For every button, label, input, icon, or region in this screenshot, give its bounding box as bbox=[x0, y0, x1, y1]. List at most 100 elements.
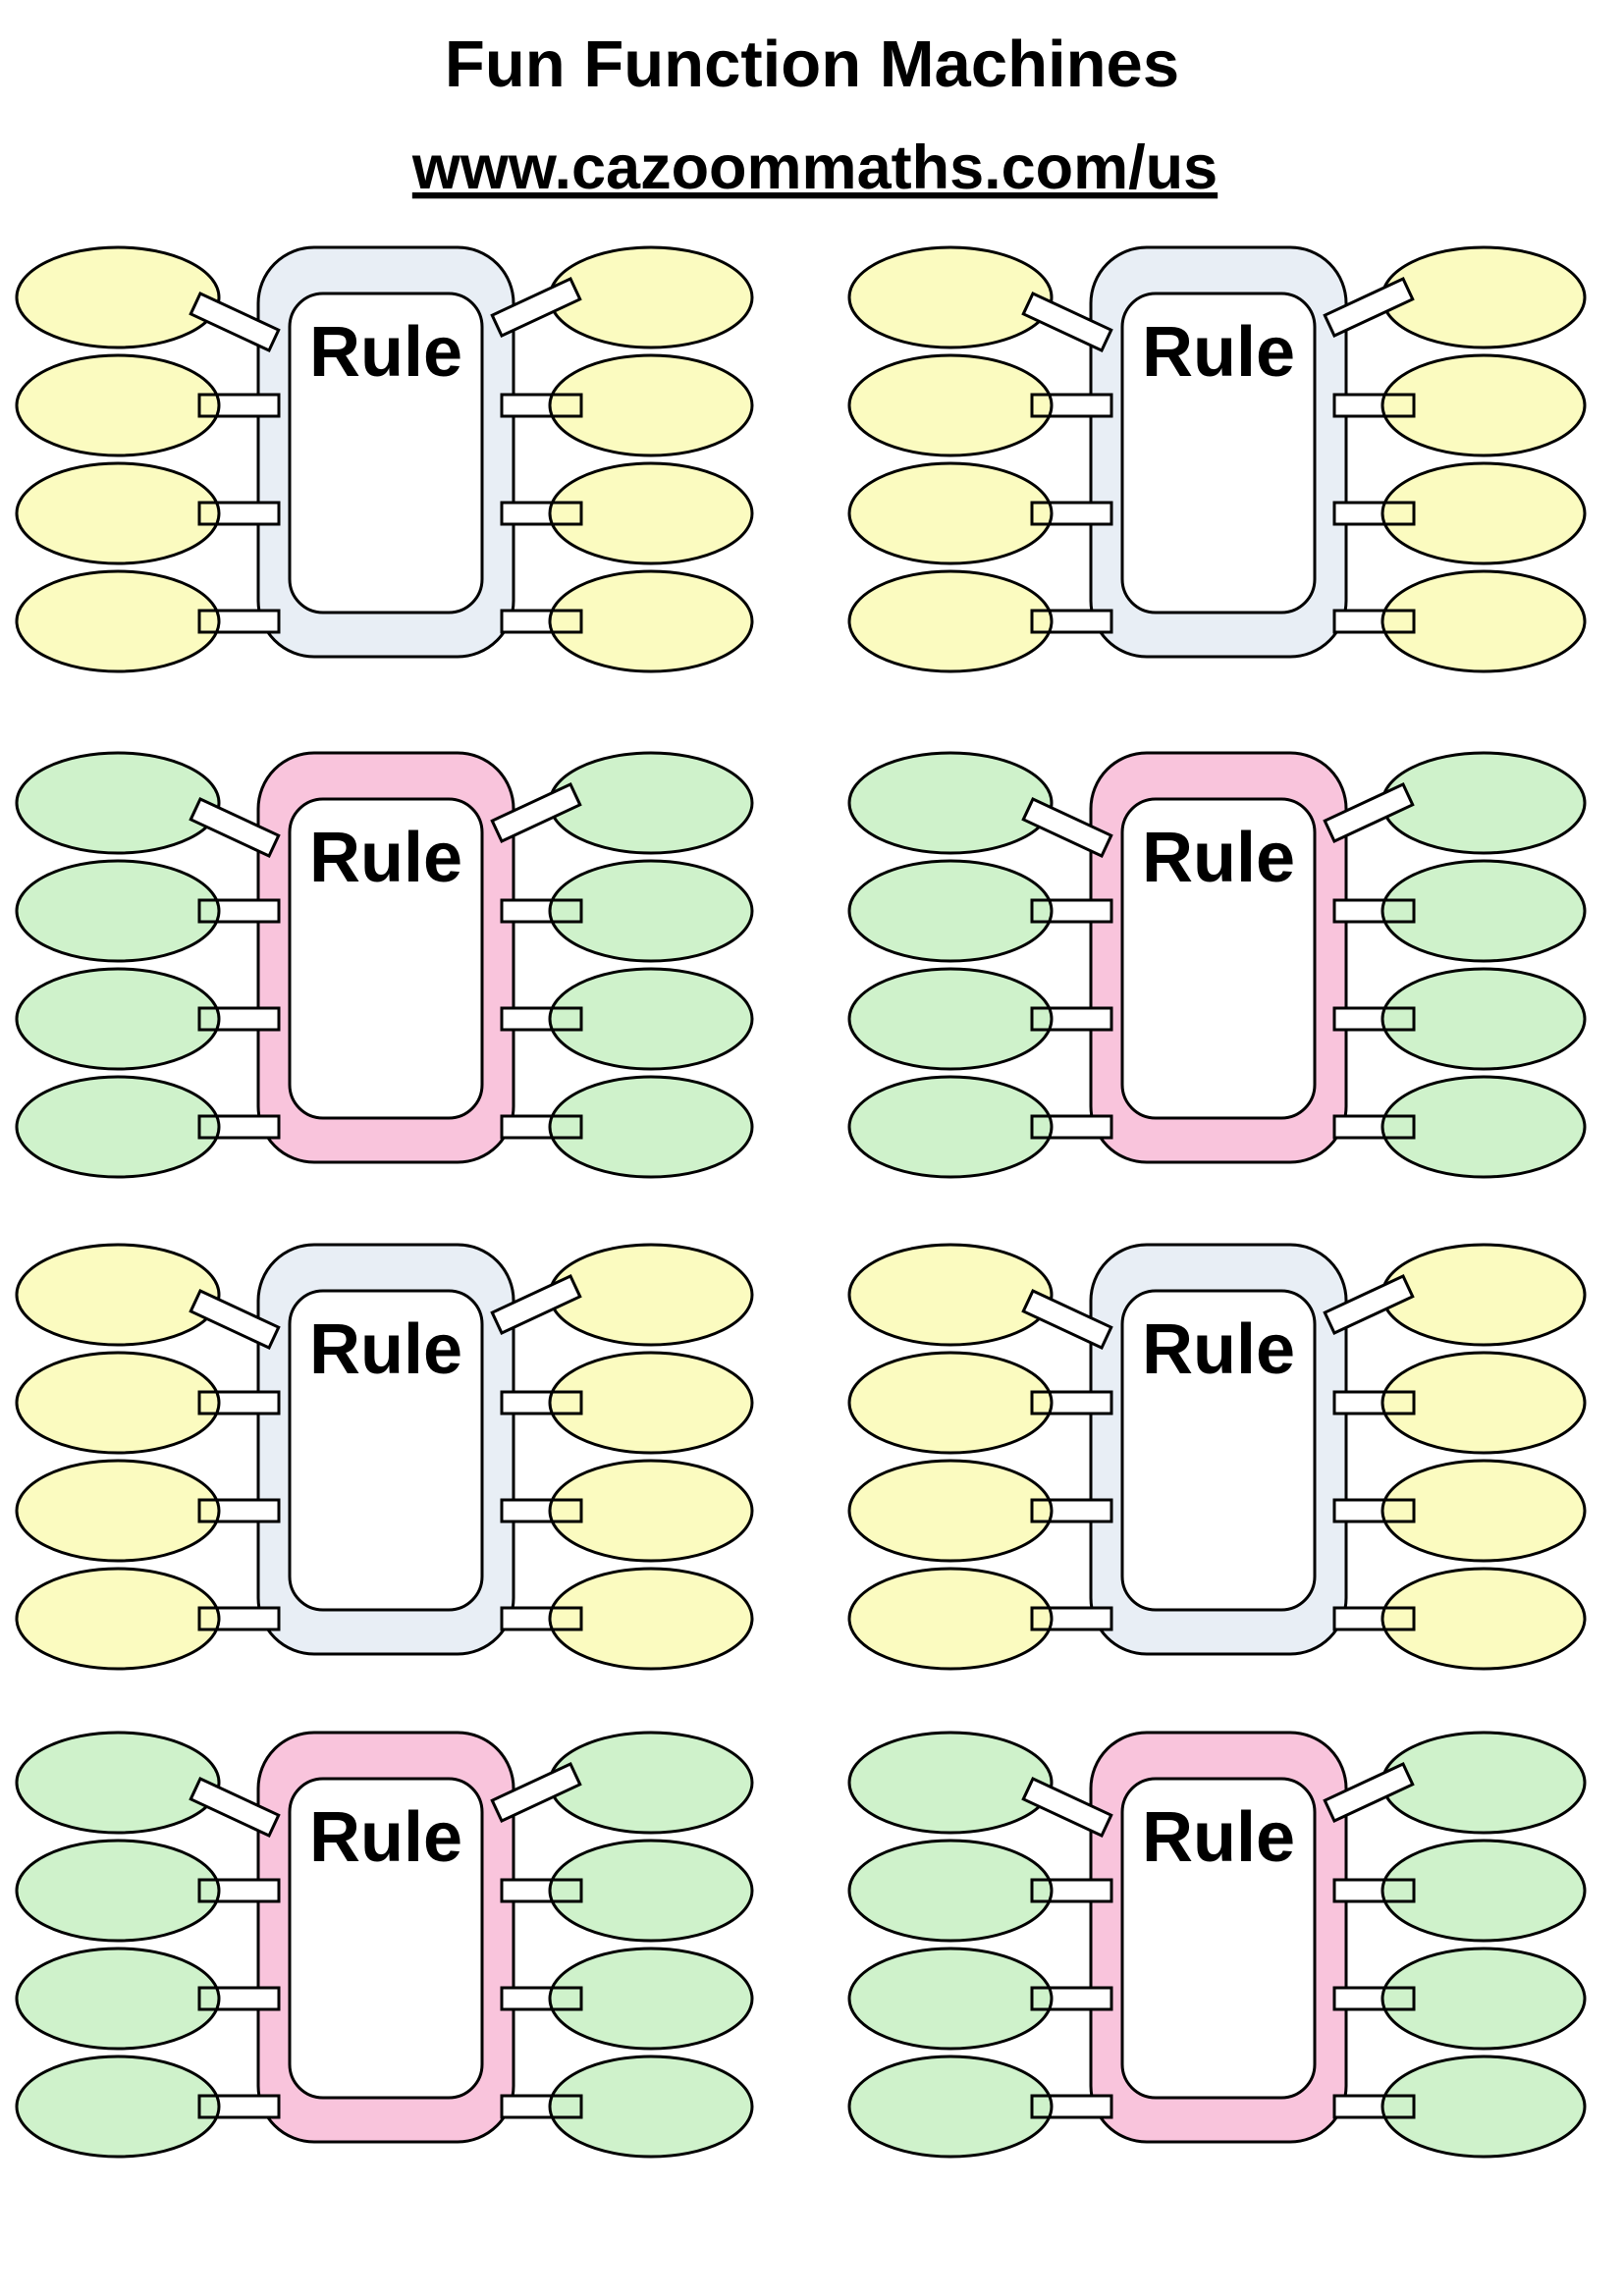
site-url[interactable]: www.cazoommaths.com/us bbox=[411, 133, 1218, 202]
input-connector-outline bbox=[197, 2094, 281, 2119]
output-bubble bbox=[548, 2055, 754, 2159]
rule-box bbox=[288, 797, 484, 1120]
input-bubble bbox=[847, 245, 1054, 349]
output-connector-outline bbox=[500, 1006, 583, 1032]
output-connector-outline bbox=[1332, 609, 1416, 634]
output-connector-outline bbox=[1332, 1114, 1416, 1140]
output-connector-outline bbox=[500, 1498, 583, 1523]
output-connector-top bbox=[1323, 276, 1415, 339]
input-bubble bbox=[847, 1731, 1054, 1835]
input-connector-outline bbox=[1030, 1498, 1113, 1523]
input-connector-outline bbox=[1030, 1986, 1113, 2011]
output-connector-top bbox=[490, 1761, 582, 1824]
input-connector-outline bbox=[1030, 1878, 1113, 1903]
input-bubble bbox=[15, 1351, 221, 1455]
output-bubble bbox=[548, 1567, 754, 1671]
input-connector-outline bbox=[197, 1114, 281, 1140]
output-bubble bbox=[548, 461, 754, 565]
output-bubble bbox=[1380, 1567, 1587, 1671]
input-bubble bbox=[15, 353, 221, 457]
output-bubble bbox=[1380, 1839, 1587, 1943]
output-connector-outline bbox=[1332, 1390, 1416, 1415]
output-connector-outline bbox=[1332, 1006, 1416, 1032]
input-connector-outline bbox=[1030, 393, 1113, 418]
input-bubble bbox=[15, 569, 221, 673]
rule-box bbox=[1120, 1777, 1317, 2100]
input-connector-top bbox=[189, 796, 281, 859]
input-bubble bbox=[847, 1839, 1054, 1943]
input-bubble bbox=[847, 353, 1054, 457]
output-bubble bbox=[1380, 1351, 1587, 1455]
output-bubble bbox=[1380, 569, 1587, 673]
page-title: Fun Function Machines bbox=[445, 27, 1179, 101]
input-bubble bbox=[847, 1075, 1054, 1179]
output-connector-outline bbox=[1332, 501, 1416, 526]
output-bubble bbox=[1380, 1075, 1587, 1179]
output-connector-outline bbox=[500, 898, 583, 924]
output-bubble bbox=[548, 1839, 754, 1943]
function-machine: Rule bbox=[15, 245, 754, 673]
input-connector-outline bbox=[1030, 2094, 1113, 2119]
output-connector-outline bbox=[1332, 898, 1416, 924]
input-bubble bbox=[847, 1947, 1054, 2051]
input-connector-top bbox=[1021, 1776, 1113, 1839]
input-bubble bbox=[847, 1459, 1054, 1563]
input-bubble bbox=[847, 2055, 1054, 2159]
output-bubble bbox=[1380, 967, 1587, 1071]
input-bubble bbox=[15, 245, 221, 349]
function-machine: Rule bbox=[847, 751, 1587, 1179]
input-connector-top bbox=[189, 1288, 281, 1351]
input-bubble bbox=[847, 1351, 1054, 1455]
rule-box bbox=[288, 1289, 484, 1612]
rule-label: Rule bbox=[1142, 819, 1295, 897]
output-connector-outline bbox=[1332, 2094, 1416, 2119]
output-bubble bbox=[1380, 353, 1587, 457]
input-bubble bbox=[15, 1731, 221, 1835]
output-bubble bbox=[1380, 2055, 1587, 2159]
input-connector-outline bbox=[197, 1986, 281, 2011]
output-bubble bbox=[548, 1459, 754, 1563]
rule-label: Rule bbox=[1142, 313, 1295, 392]
output-connector-outline bbox=[500, 1986, 583, 2011]
rule-box bbox=[1120, 1289, 1317, 1612]
output-connector-outline bbox=[500, 1606, 583, 1631]
input-connector-top bbox=[189, 1776, 281, 1839]
input-bubble bbox=[15, 1243, 221, 1347]
function-machine: Rule bbox=[15, 751, 754, 1179]
input-connector-outline bbox=[197, 609, 281, 634]
output-bubble bbox=[548, 1947, 754, 2051]
input-connector-top bbox=[1021, 796, 1113, 859]
output-connector-outline bbox=[1332, 1606, 1416, 1631]
output-connector-top bbox=[1323, 781, 1415, 844]
output-connector-top bbox=[490, 1273, 582, 1336]
rule-label: Rule bbox=[309, 1310, 462, 1389]
input-connector-outline bbox=[197, 393, 281, 418]
input-bubble bbox=[15, 1075, 221, 1179]
input-connector-outline bbox=[197, 1498, 281, 1523]
output-connector-outline bbox=[1332, 1878, 1416, 1903]
input-bubble bbox=[15, 967, 221, 1071]
output-bubble bbox=[548, 569, 754, 673]
input-bubble bbox=[15, 859, 221, 963]
function-machine: Rule bbox=[847, 1243, 1587, 1671]
input-connector-outline bbox=[197, 1390, 281, 1415]
output-bubble bbox=[548, 967, 754, 1071]
output-connector-outline bbox=[1332, 1498, 1416, 1523]
rule-box bbox=[288, 292, 484, 614]
output-connector-outline bbox=[1332, 393, 1416, 418]
input-connector-outline bbox=[197, 501, 281, 526]
output-connector-top bbox=[1323, 1761, 1415, 1824]
input-connector-outline bbox=[197, 1606, 281, 1631]
input-connector-outline bbox=[1030, 1606, 1113, 1631]
input-connector-top bbox=[189, 291, 281, 353]
input-connector-top bbox=[1021, 1288, 1113, 1351]
input-connector-outline bbox=[1030, 501, 1113, 526]
output-bubble bbox=[548, 1351, 754, 1455]
input-bubble bbox=[15, 1459, 221, 1563]
rule-box bbox=[288, 1777, 484, 2100]
output-bubble bbox=[1380, 461, 1587, 565]
rule-box bbox=[1120, 797, 1317, 1120]
